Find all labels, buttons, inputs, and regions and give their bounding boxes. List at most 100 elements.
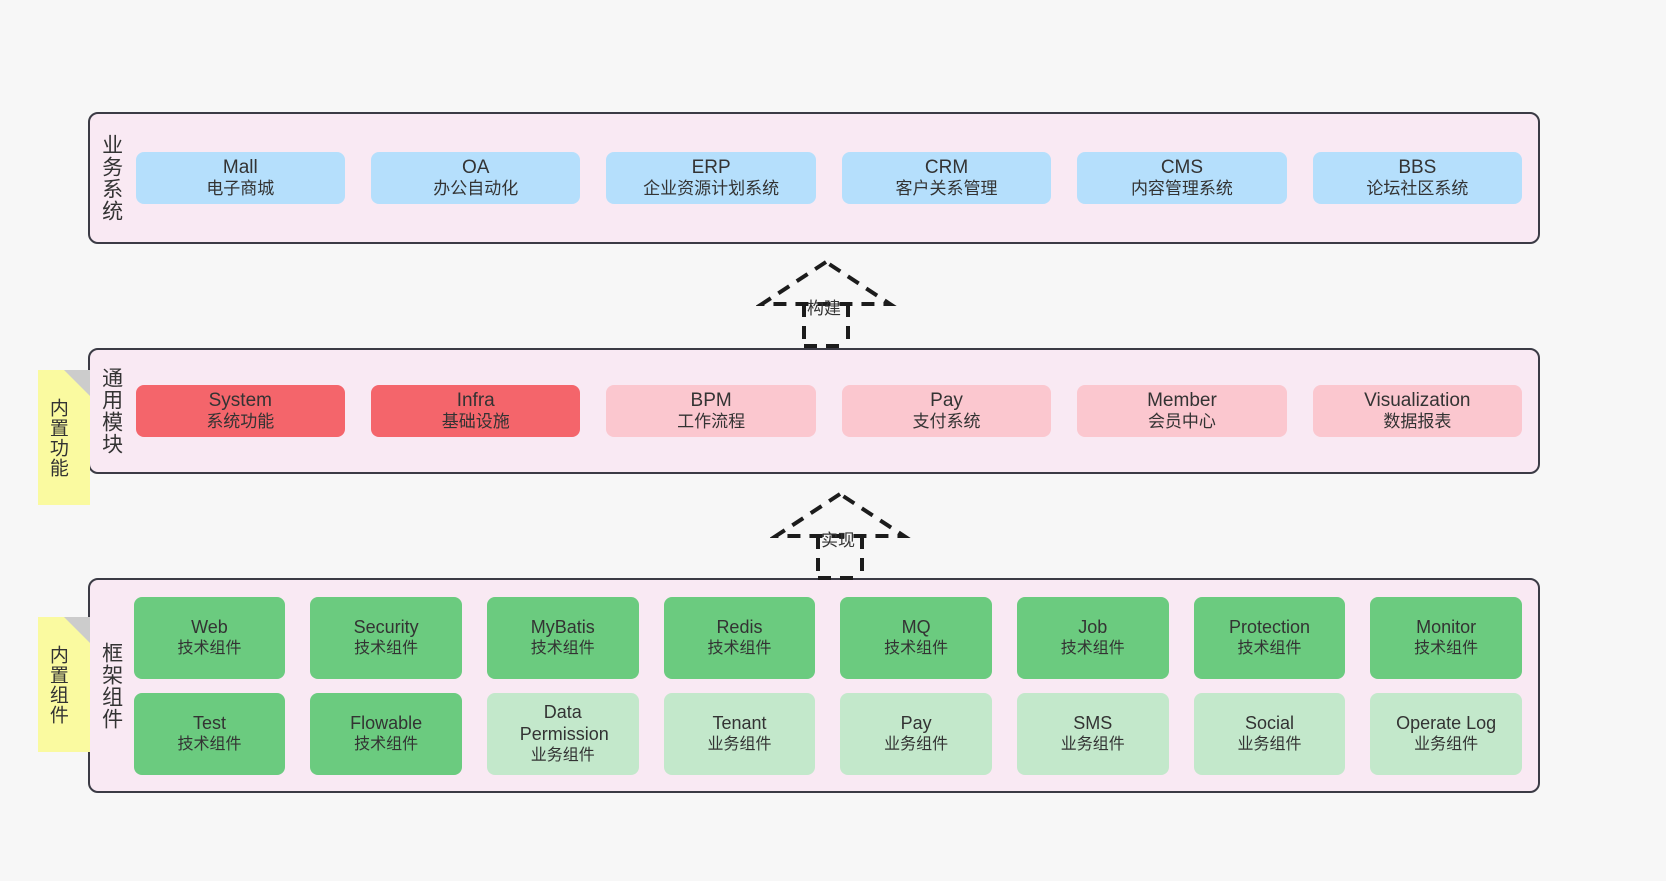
card-operate-log-subtitle: 业务组件 bbox=[1414, 735, 1479, 753]
card-security[interactable]: Security 技术组件 bbox=[310, 596, 462, 679]
card-visualization-title: Visualization bbox=[1364, 390, 1471, 412]
business-row: Mall 电子商城 OA 办公自动化 ERP 企业资源计划系统 CRM 客户关系… bbox=[135, 152, 1523, 204]
layer-business-system-body: Mall 电子商城 OA 办公自动化 ERP 企业资源计划系统 CRM 客户关系… bbox=[130, 114, 1538, 242]
card-sms-subtitle: 业务组件 bbox=[1060, 735, 1125, 753]
card-pay-component-subtitle: 业务组件 bbox=[884, 735, 949, 753]
note-fold-corner-icon bbox=[64, 617, 90, 643]
card-mybatis-title: MyBatis bbox=[530, 616, 595, 637]
card-protection-subtitle: 技术组件 bbox=[1237, 639, 1302, 657]
card-oa-title: OA bbox=[461, 157, 490, 179]
card-flowable-title: Flowable bbox=[350, 712, 423, 733]
card-social-subtitle: 业务组件 bbox=[1237, 735, 1302, 753]
card-infra[interactable]: Infra 基础设施 bbox=[371, 385, 581, 437]
card-data-permission-title: Data Permission bbox=[519, 701, 609, 744]
card-flowable-subtitle: 技术组件 bbox=[354, 735, 419, 753]
card-tenant[interactable]: Tenant 业务组件 bbox=[663, 692, 816, 775]
framework-row-tech: Web 技术组件 Security 技术组件 MyBatis 技术组件 Redi… bbox=[133, 596, 1522, 679]
connector-build-label: 构建 bbox=[807, 299, 841, 318]
card-mall[interactable]: Mall 电子商城 bbox=[135, 152, 346, 204]
card-test-title: Test bbox=[192, 712, 226, 733]
card-social-title: Social bbox=[1244, 712, 1294, 733]
card-bpm[interactable]: BPM 工作流程 bbox=[606, 385, 816, 437]
note-builtin-components: 内置组件 bbox=[38, 617, 90, 752]
card-monitor-subtitle: 技术组件 bbox=[1414, 639, 1479, 657]
card-crm-subtitle: 客户关系管理 bbox=[895, 179, 998, 199]
card-erp-subtitle: 企业资源计划系统 bbox=[643, 179, 780, 199]
card-job[interactable]: Job 技术组件 bbox=[1016, 596, 1169, 679]
card-cms[interactable]: CMS 内容管理系统 bbox=[1077, 152, 1287, 204]
card-flowable[interactable]: Flowable 技术组件 bbox=[310, 692, 462, 775]
card-social[interactable]: Social 业务组件 bbox=[1193, 692, 1346, 775]
card-sms-title: SMS bbox=[1073, 712, 1113, 733]
layer-business-system: 业务系统 Mall 电子商城 OA 办公自动化 ERP 企业资源计划系统 CRM… bbox=[88, 112, 1540, 244]
card-bpm-title: BPM bbox=[690, 390, 732, 412]
card-protection-title: Protection bbox=[1228, 616, 1310, 637]
connector-build: 构建 bbox=[756, 256, 906, 348]
framework-row-business: Test 技术组件 Flowable 技术组件 Data Permission … bbox=[133, 692, 1522, 775]
common-row: System 系统功能 Infra 基础设施 BPM 工作流程 Pay 支付系统… bbox=[135, 385, 1523, 437]
card-oa[interactable]: OA 办公自动化 bbox=[371, 152, 581, 204]
card-infra-subtitle: 基础设施 bbox=[441, 412, 510, 432]
card-sms[interactable]: SMS 业务组件 bbox=[1016, 692, 1169, 775]
card-pay-component[interactable]: Pay 业务组件 bbox=[840, 692, 992, 775]
layer-framework-component-body: Web 技术组件 Security 技术组件 MyBatis 技术组件 Redi… bbox=[130, 580, 1538, 791]
card-member-subtitle: 会员中心 bbox=[1147, 412, 1216, 432]
card-test[interactable]: Test 技术组件 bbox=[133, 692, 286, 775]
card-cms-title: CMS bbox=[1160, 157, 1204, 179]
card-data-permission-subtitle: 业务组件 bbox=[530, 746, 595, 764]
card-monitor[interactable]: Monitor 技术组件 bbox=[1370, 596, 1522, 679]
connector-implement-label: 实现 bbox=[821, 531, 855, 550]
card-system-subtitle: 系统功能 bbox=[206, 412, 275, 432]
card-operate-log[interactable]: Operate Log 业务组件 bbox=[1370, 692, 1522, 775]
card-web-title: Web bbox=[191, 616, 228, 637]
card-pay-subtitle: 支付系统 bbox=[912, 412, 981, 432]
card-test-subtitle: 技术组件 bbox=[177, 735, 242, 753]
card-mq-subtitle: 技术组件 bbox=[884, 639, 949, 657]
card-bbs[interactable]: BBS 论坛社区系统 bbox=[1312, 152, 1523, 204]
card-protection[interactable]: Protection 技术组件 bbox=[1193, 596, 1346, 679]
card-crm[interactable]: CRM 客户关系管理 bbox=[841, 152, 1052, 204]
layer-common-module: 通用模块 System 系统功能 Infra 基础设施 BPM 工作流程 Pay… bbox=[88, 348, 1540, 474]
card-mq[interactable]: MQ 技术组件 bbox=[840, 596, 992, 679]
card-redis-subtitle: 技术组件 bbox=[707, 639, 772, 657]
card-visualization[interactable]: Visualization 数据报表 bbox=[1312, 385, 1523, 437]
card-cms-subtitle: 内容管理系统 bbox=[1130, 179, 1233, 199]
card-job-title: Job bbox=[1078, 616, 1108, 637]
card-mq-title: MQ bbox=[901, 616, 931, 637]
card-erp[interactable]: ERP 企业资源计划系统 bbox=[606, 152, 816, 204]
card-crm-title: CRM bbox=[924, 157, 969, 179]
card-pay-title: Pay bbox=[930, 390, 963, 412]
card-job-subtitle: 技术组件 bbox=[1060, 639, 1125, 657]
card-redis-title: Redis bbox=[716, 616, 763, 637]
card-data-permission[interactable]: Data Permission 业务组件 bbox=[486, 692, 639, 775]
card-erp-title: ERP bbox=[691, 157, 731, 179]
card-bpm-subtitle: 工作流程 bbox=[677, 412, 746, 432]
card-pay-component-title: Pay bbox=[900, 712, 932, 733]
card-bbs-title: BBS bbox=[1398, 157, 1437, 179]
card-tenant-title: Tenant bbox=[712, 712, 767, 733]
card-system-title: System bbox=[208, 390, 272, 412]
card-member[interactable]: Member 会员中心 bbox=[1077, 385, 1287, 437]
card-system[interactable]: System 系统功能 bbox=[135, 385, 346, 437]
card-tenant-subtitle: 业务组件 bbox=[707, 735, 772, 753]
connector-implement-shape bbox=[770, 491, 911, 580]
card-member-title: Member bbox=[1147, 390, 1217, 412]
card-infra-title: Infra bbox=[456, 390, 495, 412]
card-mybatis[interactable]: MyBatis 技术组件 bbox=[486, 596, 639, 679]
card-mall-title: Mall bbox=[222, 157, 258, 179]
card-web[interactable]: Web 技术组件 bbox=[133, 596, 286, 679]
card-security-title: Security bbox=[353, 616, 419, 637]
card-pay[interactable]: Pay 支付系统 bbox=[841, 385, 1052, 437]
connector-implement: 实现 bbox=[770, 488, 920, 580]
card-mybatis-subtitle: 技术组件 bbox=[530, 639, 595, 657]
card-redis[interactable]: Redis 技术组件 bbox=[663, 596, 816, 679]
note-builtin-features-text: 内置功能 bbox=[46, 397, 68, 478]
card-bbs-subtitle: 论坛社区系统 bbox=[1366, 179, 1469, 199]
layer-common-module-label: 通用模块 bbox=[99, 367, 123, 455]
layer-framework-component: 框架组件 Web 技术组件 Security 技术组件 MyBatis 技术组件… bbox=[88, 578, 1540, 793]
card-web-subtitle: 技术组件 bbox=[177, 639, 242, 657]
card-mall-subtitle: 电子商城 bbox=[206, 179, 275, 199]
card-security-subtitle: 技术组件 bbox=[354, 639, 419, 657]
layer-business-system-label: 业务系统 bbox=[99, 134, 123, 222]
